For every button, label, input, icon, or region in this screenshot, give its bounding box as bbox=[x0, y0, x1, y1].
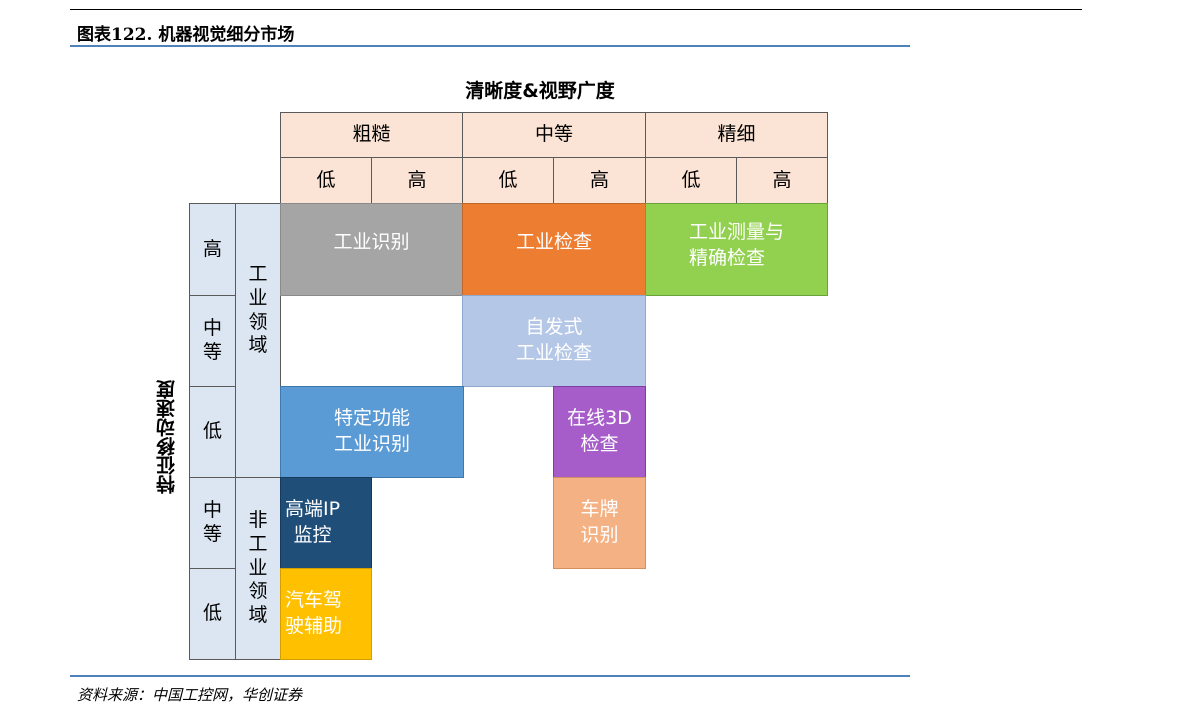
vertical-char: 业 bbox=[248, 556, 268, 579]
segment-industrial-recognition: 工业识别 bbox=[280, 203, 463, 296]
segment-industrial-inspection: 工业检查 bbox=[462, 203, 646, 296]
vertical-char: 等 bbox=[202, 341, 222, 363]
row-category-nonindustrial: 非工业领域 bbox=[235, 477, 281, 660]
vertical-char: 工 bbox=[248, 263, 268, 285]
row-level-low-industrial: 低 bbox=[189, 386, 236, 478]
column-group-coarse: 粗糙 bbox=[280, 112, 463, 158]
segment-measurement-label: 工业测量与 精确检查 bbox=[688, 221, 784, 269]
column-group-fine: 精细 bbox=[645, 112, 828, 158]
column-sub-fine-low: 低 bbox=[645, 157, 737, 204]
column-sub-coarse-low: 低 bbox=[280, 157, 372, 204]
row-level-low-nonindustrial: 低 bbox=[189, 568, 236, 660]
column-sub-fine-high: 高 bbox=[736, 157, 828, 204]
vertical-char: 域 bbox=[248, 604, 268, 627]
vertical-char: 领 bbox=[248, 310, 268, 333]
column-sub-medium-low: 低 bbox=[462, 157, 554, 204]
segment-driver-assistance: 汽车驾 驶辅助 bbox=[280, 568, 372, 660]
row-category-industrial: 工业领域 bbox=[235, 203, 281, 478]
axis-top-label: 清晰度&视野广度 bbox=[465, 80, 615, 102]
vertical-char: 中 bbox=[202, 317, 222, 340]
segment-specific-function-recognition: 特定功能 工业识别 bbox=[280, 386, 464, 478]
column-sub-coarse-high: 高 bbox=[371, 157, 463, 204]
vertical-char: 工 bbox=[248, 532, 268, 555]
segment-measurement-inspection: 工业测量与 精确检查 bbox=[645, 203, 828, 296]
segment-online-3d-inspection: 在线3D 检查 bbox=[553, 386, 646, 478]
vertical-char: 中 bbox=[202, 499, 222, 522]
segment-hd-ip-surveillance: 高端IP 监控 bbox=[280, 477, 372, 569]
figure-title: 图表122. 机器视觉细分市场 bbox=[77, 25, 295, 45]
axis-left-label: 特征移动速度 bbox=[156, 380, 178, 494]
source-note: 资料来源：中国工控网，华创证券 bbox=[77, 686, 303, 704]
vertical-char: 非 bbox=[248, 509, 268, 532]
title-rule bbox=[70, 45, 910, 47]
bottom-rule bbox=[70, 675, 910, 677]
segment-license-plate-recognition: 车牌 识别 bbox=[553, 477, 646, 569]
column-group-medium: 中等 bbox=[462, 112, 646, 158]
column-sub-medium-high: 高 bbox=[553, 157, 646, 204]
vertical-char: 等 bbox=[202, 523, 222, 545]
row-level-high: 高 bbox=[189, 203, 236, 296]
row-level-medium-nonindustrial: 中等 bbox=[189, 477, 236, 569]
vertical-char: 域 bbox=[248, 334, 268, 357]
vertical-char: 领 bbox=[248, 580, 268, 603]
row-level-medium-industrial: 中等 bbox=[189, 295, 236, 387]
top-rule bbox=[70, 9, 1082, 10]
vertical-char: 业 bbox=[248, 286, 268, 309]
segment-self-inspection: 自发式 工业检查 bbox=[462, 295, 646, 387]
